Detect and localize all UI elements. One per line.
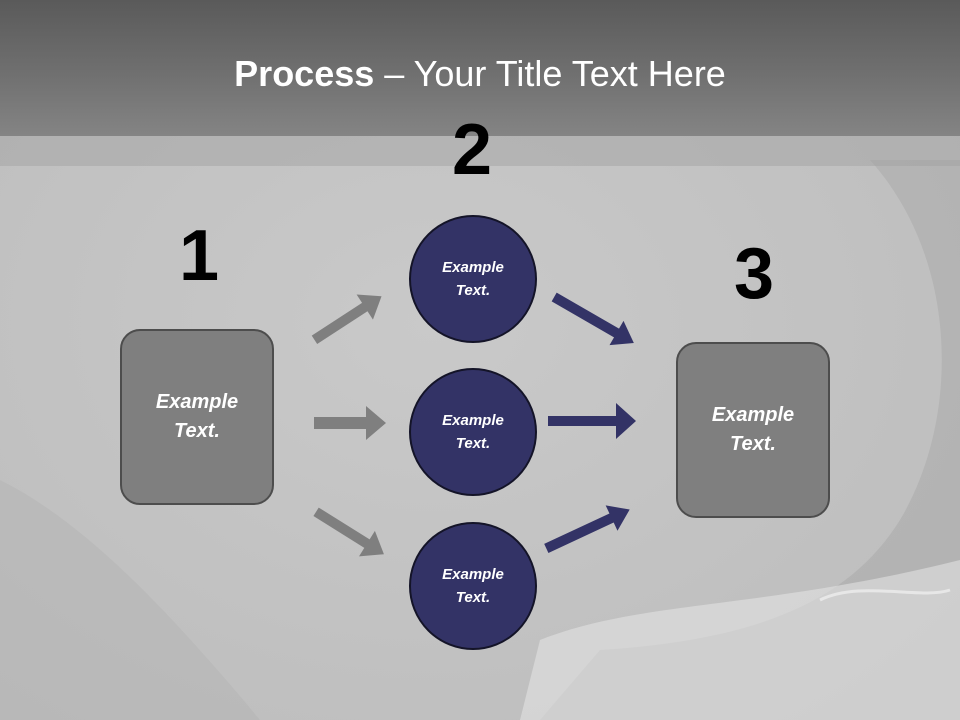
- process-box-right: Example Text.: [676, 342, 830, 518]
- process-circle-top: Example Text.: [409, 215, 537, 343]
- title-band: [0, 0, 960, 136]
- navy-arrow-down: [551, 292, 634, 346]
- navy-arrow-right: [548, 403, 636, 439]
- step-number-1: 1: [178, 216, 220, 296]
- box-right-label: Example Text.: [711, 404, 795, 455]
- navy-arrow-up: [544, 505, 630, 553]
- title-bold: Process: [234, 53, 375, 94]
- title-rest: – Your Title Text Here: [374, 53, 726, 94]
- step-number-2: 2: [451, 110, 493, 190]
- step-number-3: 3: [733, 234, 775, 314]
- circle-bottom-label: Example Text.: [442, 566, 504, 606]
- gray-arrow-down: [313, 507, 384, 557]
- slide-title: Process – Your Title Text Here: [0, 52, 960, 96]
- gray-arrow-up: [311, 294, 382, 344]
- box-left-label: Example Text.: [155, 391, 239, 442]
- title-subband: [0, 136, 960, 166]
- gray-arrow-right: [314, 406, 386, 440]
- circle-middle-label: Example Text.: [442, 412, 504, 452]
- process-circle-bottom: Example Text.: [409, 522, 537, 650]
- process-box-left: Example Text.: [120, 329, 274, 505]
- process-circle-middle: Example Text.: [409, 368, 537, 496]
- circle-top-label: Example Text.: [442, 259, 504, 299]
